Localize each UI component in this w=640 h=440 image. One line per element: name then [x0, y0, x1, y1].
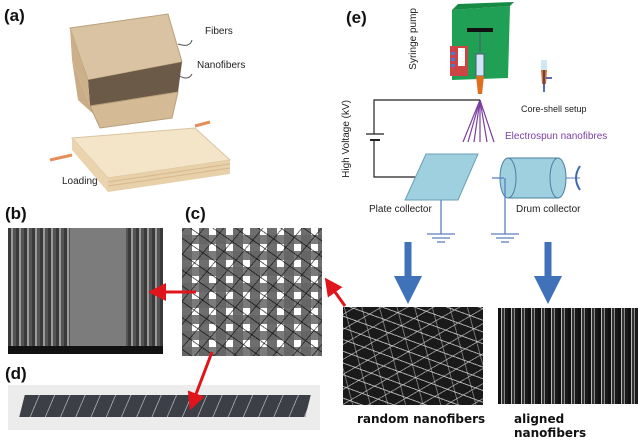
- high-voltage-label: High Voltage (kV): [341, 100, 352, 178]
- random-nanofibers-caption: random nanofibers: [357, 412, 486, 426]
- panel-d-label: (d): [5, 364, 27, 383]
- arrow-random-to-c: [324, 277, 347, 307]
- ground-drum: [491, 177, 519, 243]
- electrospun-label: Electrospun nanofibres: [505, 131, 608, 142]
- nanofibers-label: Nanofibers: [197, 60, 246, 71]
- fiber-block: [69, 13, 183, 129]
- sem-scale-bar: [8, 346, 163, 354]
- loading-label: Loading: [62, 176, 98, 187]
- composite-specimen: [19, 395, 311, 417]
- circuit: [366, 99, 480, 178]
- syringe-pump-label: Syringe pump: [408, 8, 419, 70]
- aligned-nanofibers-caption: aligned nanofibers: [514, 412, 587, 440]
- drum-collector-label: Drum collector: [516, 204, 581, 215]
- core-shell-syringe: [541, 60, 552, 92]
- core-shell-label: Core-shell setup: [521, 104, 587, 114]
- plate-collector: [404, 153, 479, 201]
- nanofibers-leader: [175, 73, 193, 79]
- panel-e-label: (e): [346, 8, 367, 27]
- fibers-leader: [177, 39, 193, 46]
- plate-collector-label: Plate collector: [369, 204, 432, 215]
- composite-specimen-photo: [8, 385, 320, 430]
- sem-image-b: [8, 228, 163, 354]
- panel-b-label: (b): [5, 204, 27, 223]
- panel-c-label: (c): [185, 204, 206, 223]
- panel-a-label: (a): [4, 6, 25, 25]
- syringe-pump: [450, 2, 514, 94]
- fibers-label: Fibers: [205, 26, 233, 37]
- electrospun-fibers: [462, 99, 495, 143]
- drum-collector: [499, 157, 581, 199]
- random-nanofibers-image: [343, 307, 483, 405]
- loading-arrow-left: [49, 153, 73, 162]
- loading-arrow-right: [194, 120, 211, 128]
- nanofiber-mesh-c: [182, 228, 322, 356]
- aligned-nanofibers-image: [498, 308, 638, 404]
- sem-matrix-region: [70, 228, 126, 346]
